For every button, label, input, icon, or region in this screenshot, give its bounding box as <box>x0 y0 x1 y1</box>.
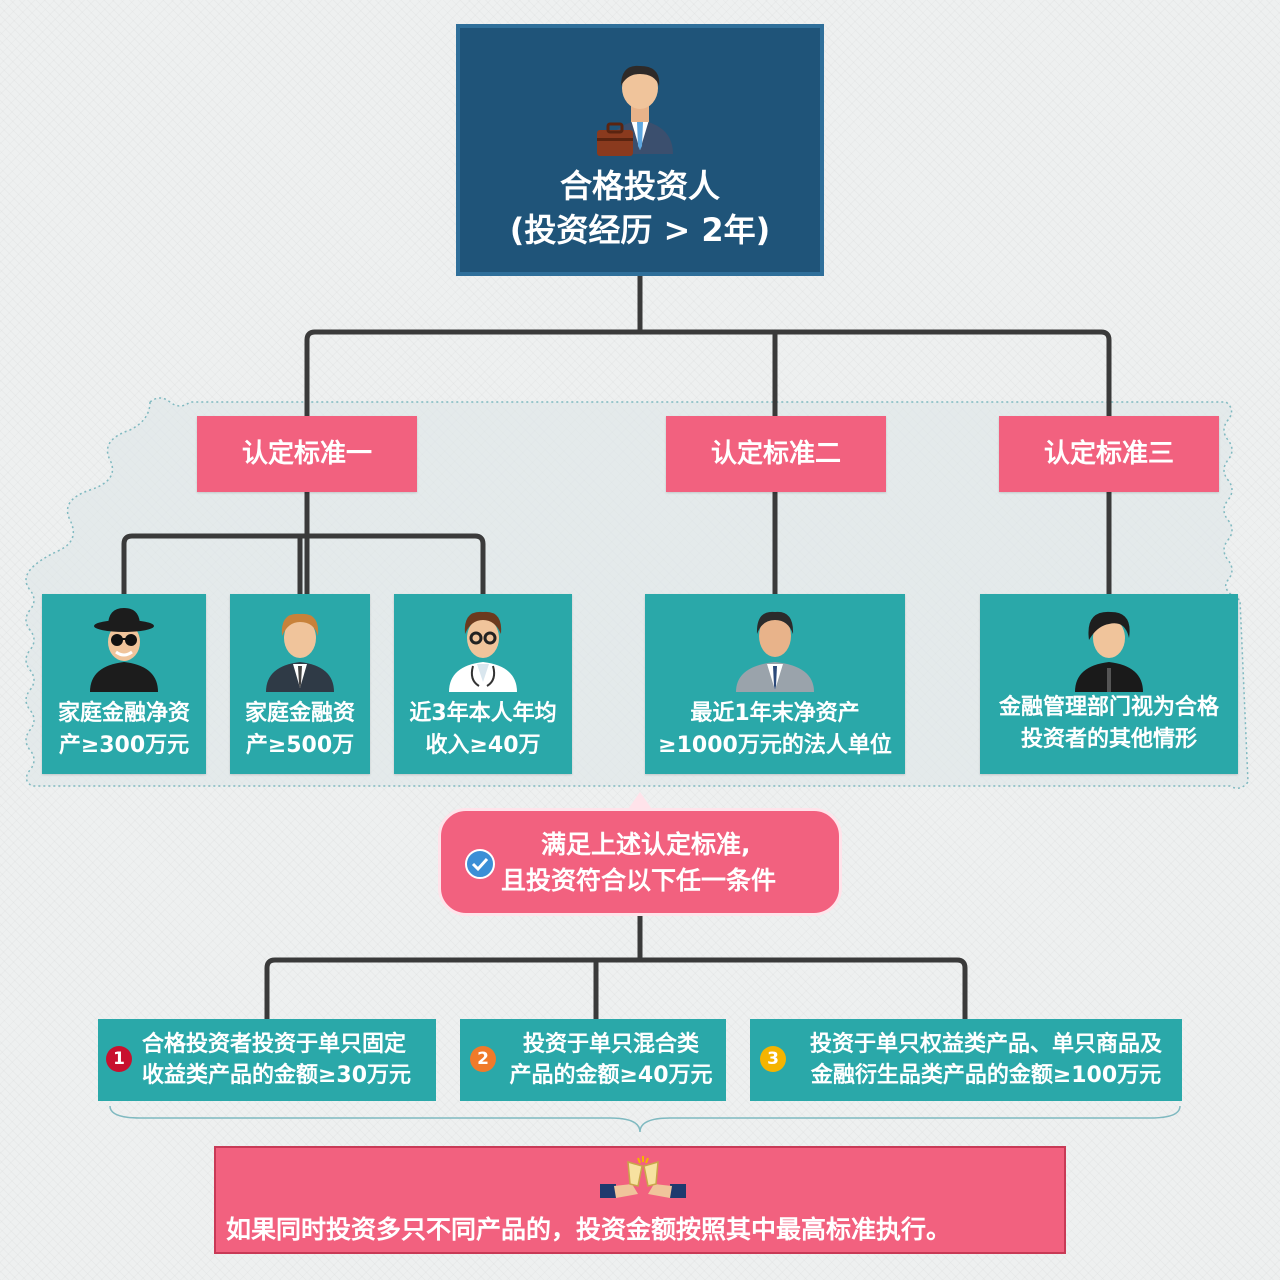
condition-1-line1: 合格投资者投资于单只固定 <box>142 1032 407 1057</box>
criterion-2-line2: 产≥500万 <box>245 733 355 758</box>
criterion-2-line1: 家庭金融资 <box>244 701 355 726</box>
doctor-icon <box>449 611 517 692</box>
criterion-3-line1: 近3年本人年均 <box>409 701 557 726</box>
condition-2-line1: 投资于单只混合类 <box>522 1032 699 1057</box>
number-3-badge: 3 <box>760 1046 786 1072</box>
criterion-family-net-assets: 家庭金融净资 产≥300万元 <box>42 594 206 774</box>
check-icon <box>465 849 495 879</box>
condition-2-line2: 产品的金额≥40万元 <box>509 1063 713 1088</box>
callout-tail <box>626 792 654 812</box>
criterion-family-assets: 家庭金融资 产≥500万 <box>230 594 370 774</box>
young-man-icon <box>1075 611 1143 692</box>
criterion-other: 金融管理部门视为合格 投资者的其他情形 <box>980 594 1238 774</box>
final-note: 如果同时投资多只不同产品的，投资金额按照其中最高标准执行。 <box>214 1146 1066 1254</box>
criterion-annual-income: 近3年本人年均 收入≥40万 <box>394 594 572 774</box>
standard-two: 认定标准二 <box>666 416 886 492</box>
criterion-5-line2: 投资者的其他情形 <box>1020 727 1197 752</box>
criterion-4-line2: ≥1000万元的法人单位 <box>658 733 892 758</box>
condition-1: 1 合格投资者投资于单只固定 收益类产品的金额≥30万元 <box>98 1019 436 1101</box>
condition-3-line1: 投资于单只权益类产品、单只商品及 <box>809 1032 1162 1057</box>
criterion-5-line1: 金融管理部门视为合格 <box>998 695 1219 720</box>
toast-icon <box>600 1156 686 1198</box>
man-grey-suit-icon <box>736 611 814 692</box>
condition-3: 3 投资于单只权益类产品、单只商品及 金融衍生品类产品的金额≥100万元 <box>750 1019 1182 1101</box>
man-suit-icon <box>266 613 334 692</box>
criterion-1-line1: 家庭金融净资 <box>57 701 190 726</box>
root-subtitle: (投资经历 > 2年) <box>509 211 771 249</box>
callout-line1: 满足上述认定标准, <box>541 830 751 859</box>
criterion-1-line2: 产≥300万元 <box>58 733 190 758</box>
criterion-4-line1: 最近1年末净资产 <box>690 701 860 726</box>
final-note-text: 如果同时投资多只不同产品的，投资金额按照其中最高标准执行。 <box>226 1215 952 1244</box>
conditions-brace <box>109 1105 1181 1133</box>
callout-line2: 且投资符合以下任一条件 <box>501 866 777 895</box>
criterion-legal-entity: 最近1年末净资产 ≥1000万元的法人单位 <box>645 594 905 774</box>
condition-3-line2: 金融衍生品类产品的金额≥100万元 <box>810 1063 1162 1088</box>
number-2-badge: 2 <box>470 1046 496 1072</box>
criterion-3-line2: 收入≥40万 <box>425 733 541 758</box>
businessman-icon <box>597 65 673 156</box>
root-title: 合格投资人 <box>559 167 720 205</box>
spy-icon <box>90 608 158 692</box>
standard-one: 认定标准一 <box>197 416 417 492</box>
qualified-investor-box: 合格投资人 (投资经历 > 2年) <box>456 24 824 276</box>
condition-callout: 满足上述认定标准, 且投资符合以下任一条件 <box>438 808 842 916</box>
number-1-badge: 1 <box>106 1046 132 1072</box>
condition-1-line2: 收益类产品的金额≥30万元 <box>142 1063 412 1088</box>
condition-2: 2 投资于单只混合类 产品的金额≥40万元 <box>460 1019 726 1101</box>
standard-three: 认定标准三 <box>999 416 1219 492</box>
